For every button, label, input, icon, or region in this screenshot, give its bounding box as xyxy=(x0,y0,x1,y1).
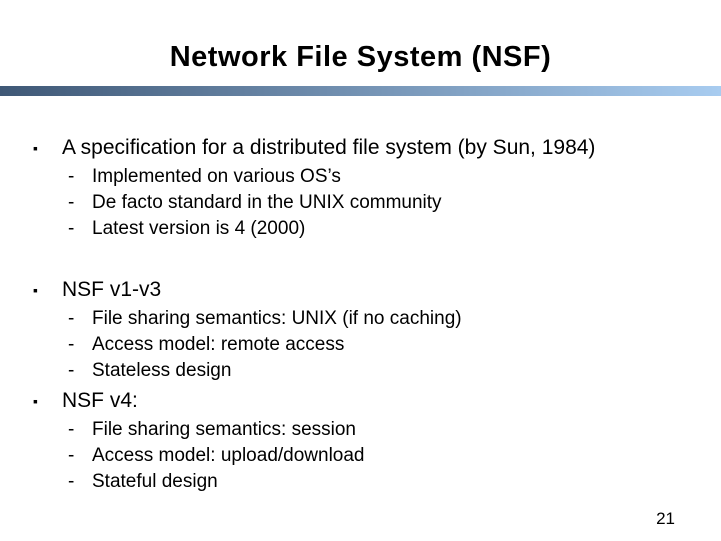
dash-bullet-icon: - xyxy=(68,471,75,492)
sub-bullet-text: Implemented on various OS’s xyxy=(92,166,341,187)
sub-bullet-item: - File sharing semantics: UNIX (if no ca… xyxy=(0,306,721,332)
dash-bullet-icon: - xyxy=(68,308,75,329)
sub-bullet-text: File sharing semantics: session xyxy=(92,419,356,440)
sub-bullet-text: Stateful design xyxy=(92,471,218,492)
sub-bullet-item: - Stateful design xyxy=(0,469,721,495)
bullet-text: NSF v1-v3 xyxy=(62,278,162,301)
bullet-text: A specification for a distributed file s… xyxy=(62,136,596,159)
dash-bullet-icon: - xyxy=(68,166,75,187)
sub-bullet-item: - Access model: remote access xyxy=(0,332,721,358)
square-bullet-icon: ▪ xyxy=(33,282,38,298)
bullet-item: ▪ NSF v1-v3 xyxy=(0,278,721,302)
sub-bullet-list: - Implemented on various OS’s - De facto… xyxy=(0,164,721,242)
dash-bullet-icon: - xyxy=(68,360,75,381)
bullet-text: NSF v4: xyxy=(62,389,138,412)
sub-bullet-item: - Latest version is 4 (2000) xyxy=(0,216,721,242)
sub-bullet-item: - File sharing semantics: session xyxy=(0,417,721,443)
dash-bullet-icon: - xyxy=(68,334,75,355)
title-divider xyxy=(0,86,721,96)
slide-title: Network File System (NSF) xyxy=(169,41,552,73)
dash-bullet-icon: - xyxy=(68,445,75,466)
page-number: 21 xyxy=(656,509,675,528)
square-bullet-icon: ▪ xyxy=(33,140,38,156)
sub-bullet-text: Access model: upload/download xyxy=(92,445,365,466)
sub-bullet-text: Latest version is 4 (2000) xyxy=(92,218,306,239)
sub-bullet-list: - File sharing semantics: session - Acce… xyxy=(0,417,721,495)
sub-bullet-list: - File sharing semantics: UNIX (if no ca… xyxy=(0,306,721,384)
sub-bullet-text: Stateless design xyxy=(92,360,232,381)
sub-bullet-text: De facto standard in the UNIX community xyxy=(92,192,442,213)
slide-body: ▪ A specification for a distributed file… xyxy=(0,130,721,495)
sub-bullet-text: File sharing semantics: UNIX (if no cach… xyxy=(92,308,462,329)
dash-bullet-icon: - xyxy=(68,218,75,239)
bullet-item: ▪ A specification for a distributed file… xyxy=(0,136,721,160)
bullet-item: ▪ NSF v4: xyxy=(0,389,721,413)
dash-bullet-icon: - xyxy=(68,192,75,213)
dash-bullet-icon: - xyxy=(68,419,75,440)
square-bullet-icon: ▪ xyxy=(33,393,38,409)
sub-bullet-item: - Access model: upload/download xyxy=(0,443,721,469)
sub-bullet-text: Access model: remote access xyxy=(92,334,345,355)
sub-bullet-item: - Stateless design xyxy=(0,358,721,384)
sub-bullet-item: - Implemented on various OS’s xyxy=(0,164,721,190)
sub-bullet-item: - De facto standard in the UNIX communit… xyxy=(0,190,721,216)
